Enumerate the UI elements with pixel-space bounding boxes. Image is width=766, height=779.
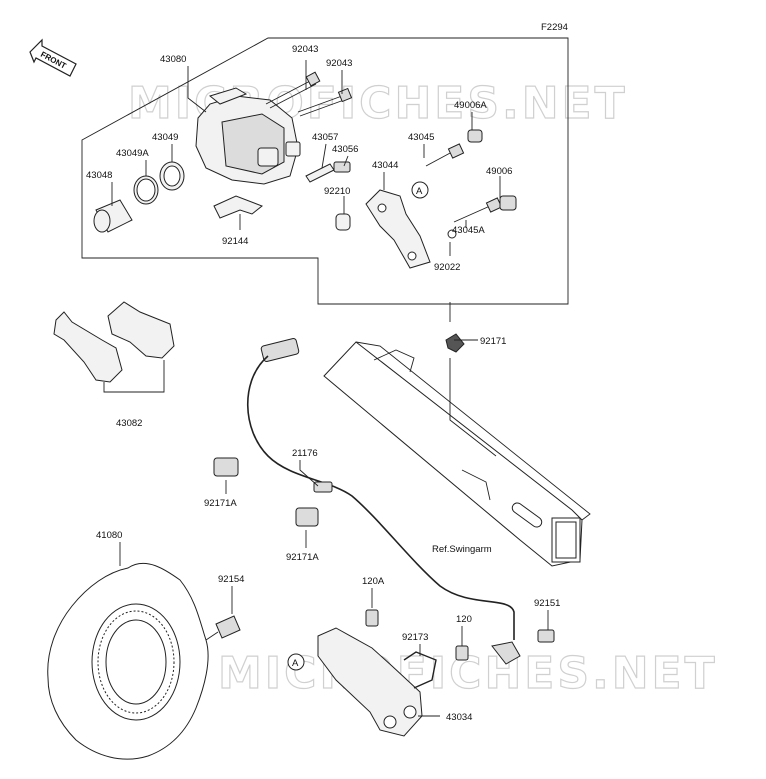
reference-marker-bottom-label: A [292,658,299,669]
callout-41080[interactable]: 41080 [96,530,122,541]
callout-49006A[interactable]: 49006A [454,100,487,111]
callout-92151[interactable]: 92151 [534,598,560,609]
speed-sensor [491,641,521,665]
bracket-bolt-120 [455,645,469,661]
pad-spring [213,195,263,219]
callout-43080[interactable]: 43080 [160,54,186,65]
callout-92154[interactable]: 92154 [218,574,244,585]
brake-disc [47,562,209,760]
callout-43082[interactable]: 43082 [116,418,142,429]
callout-43045[interactable]: 43045 [408,132,434,143]
brake-pads [53,301,175,393]
reference-marker-bottom [287,653,305,671]
sensor-cable [246,338,515,640]
bracket-bolt-120A [365,609,379,627]
callout-43049[interactable]: 43049 [152,132,178,143]
callout-43049A[interactable]: 43049A [116,148,149,159]
cable-clip [445,333,465,353]
callout-120A[interactable]: 120A [362,576,385,587]
callout-120[interactable]: 120 [456,614,472,625]
callout-92022[interactable]: 92022 [434,262,460,273]
callout-21176[interactable]: 21176 [292,448,318,459]
callout-49006[interactable]: 49006 [486,166,512,177]
sensor-bracket [317,627,423,737]
callout-92043-b[interactable]: 92043 [326,58,352,69]
caliper-body [195,87,301,185]
swingarm-reference [323,341,591,567]
slide-pins [305,161,351,231]
figure-code: F2294 [541,22,568,33]
bracket-bolts [425,129,517,239]
swingarm-ref-label: Ref.Swingarm [432,544,492,555]
caliper-group-outline [81,37,569,305]
callout-92210[interactable]: 92210 [324,186,350,197]
callout-92171[interactable]: 92171 [480,336,506,347]
callout-92144[interactable]: 92144 [222,236,248,247]
callout-92043-a[interactable]: 92043 [292,44,318,55]
leader-lines [111,60,549,717]
front-arrow-icon: FRONT [29,38,77,77]
disc-bolt [205,615,241,641]
callout-43057[interactable]: 43057 [312,132,338,143]
callout-43045A[interactable]: 43045A [452,225,485,236]
callout-43048[interactable]: 43048 [86,170,112,181]
reference-marker-top-label: A [416,186,423,197]
callout-92171A-2[interactable]: 92171A [286,552,319,563]
callout-43056[interactable]: 43056 [332,144,358,155]
cable-clip-92173 [403,651,437,689]
callout-92171A-1[interactable]: 92171A [204,498,237,509]
piston-seals [93,161,185,233]
callout-43034[interactable]: 43034 [446,712,472,723]
cable-clamp-2 [295,507,319,527]
caliper-bracket [365,189,431,269]
reference-marker-top [411,181,429,199]
sensor-bolt-92151 [537,629,555,643]
callout-92173[interactable]: 92173 [402,632,428,643]
callout-43044[interactable]: 43044 [372,160,398,171]
cable-clamp-1 [213,457,239,477]
